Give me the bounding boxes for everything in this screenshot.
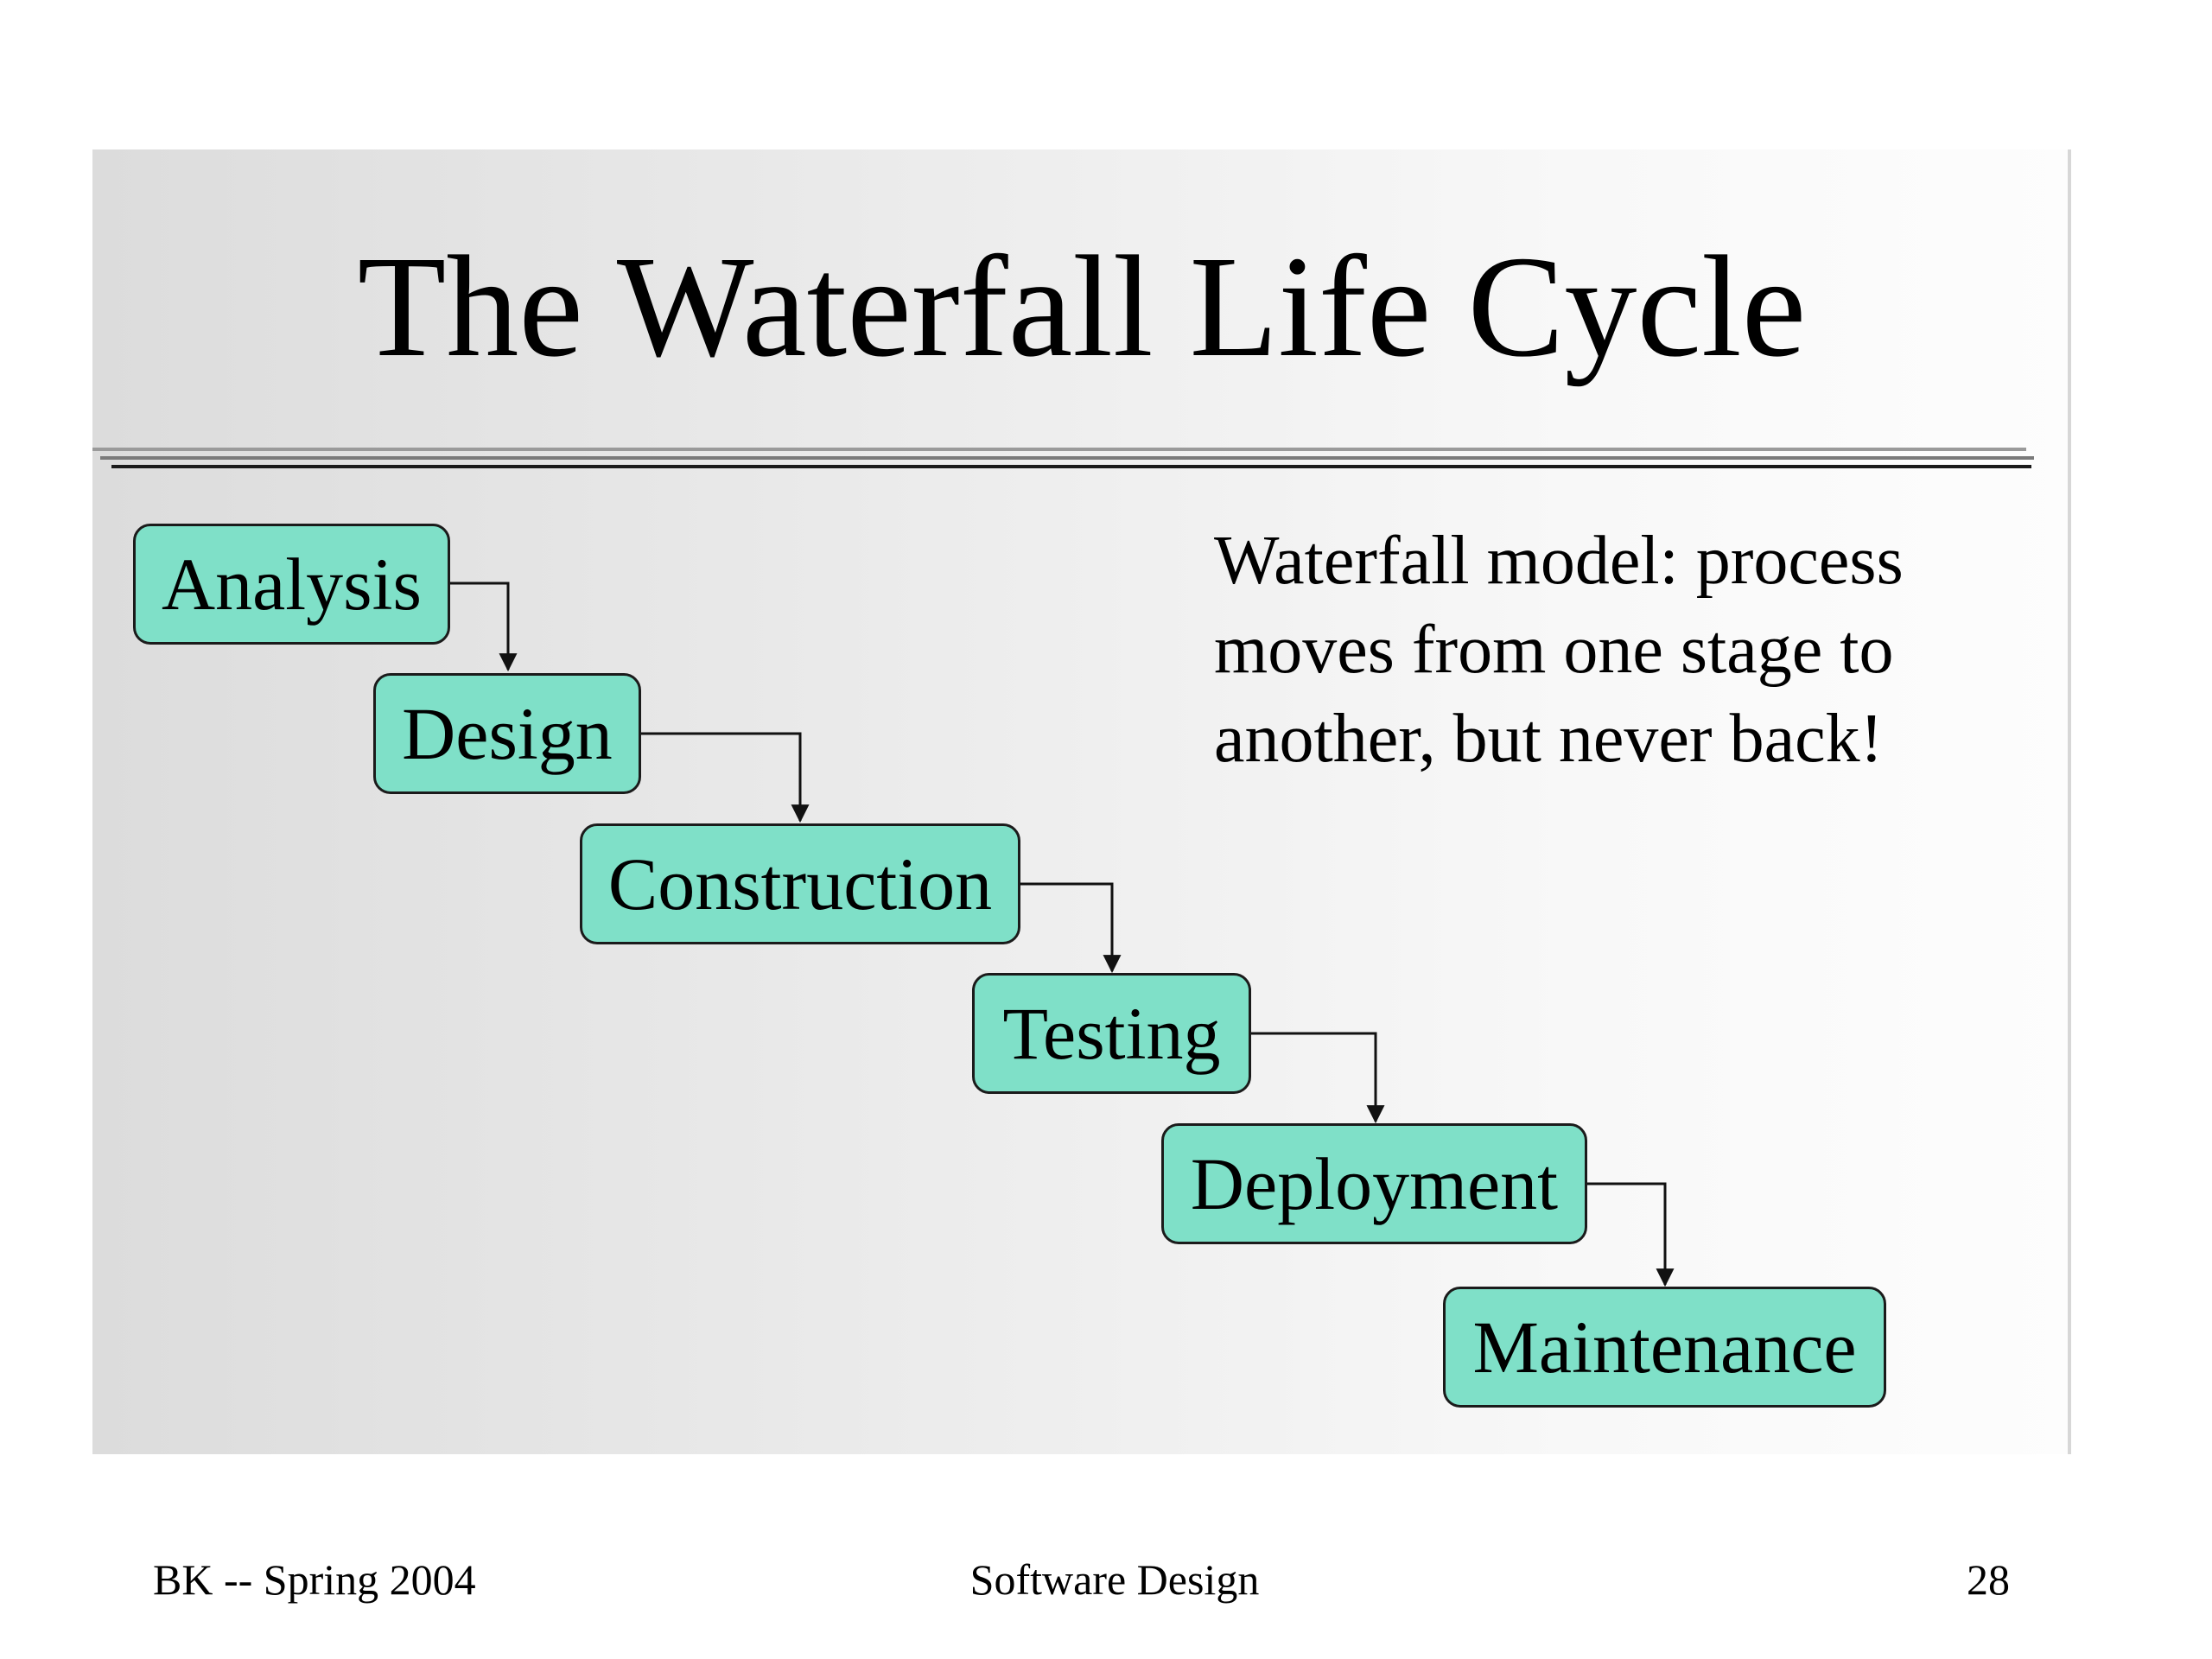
arrow-design-to-construction	[640, 732, 810, 823]
footer-author-term: BK -- Spring 2004	[153, 1555, 476, 1604]
note-line: moves from one stage to	[1214, 612, 1894, 688]
slide-background	[92, 149, 2071, 1454]
right-border-line	[2068, 149, 2071, 1454]
footer-page-number: 28	[1967, 1555, 2010, 1604]
waterfall-note: Waterfall model: process moves from one …	[1214, 517, 2044, 784]
arrow-testing-to-deployment	[1250, 1032, 1385, 1124]
stage-deployment: Deployment	[1161, 1123, 1587, 1244]
title-divider-line	[111, 465, 2031, 468]
slide-title: The Waterfall Life Cycle	[357, 226, 1807, 387]
arrow-analysis-to-design	[449, 582, 518, 672]
note-line: Waterfall model: process	[1214, 523, 1904, 599]
arrow-deployment-to-maintenance	[1586, 1182, 1675, 1287]
title-divider-line	[100, 456, 2034, 460]
stage-design: Design	[373, 673, 641, 794]
note-line: another, but never back!	[1214, 701, 1884, 777]
stage-analysis: Analysis	[133, 524, 450, 645]
stage-construction: Construction	[580, 823, 1020, 944]
footer-course-title: Software Design	[969, 1555, 1260, 1604]
stage-testing: Testing	[972, 973, 1251, 1094]
arrow-construction-to-testing	[1020, 882, 1122, 974]
stage-maintenance: Maintenance	[1443, 1287, 1886, 1408]
title-divider-line	[92, 448, 2026, 451]
